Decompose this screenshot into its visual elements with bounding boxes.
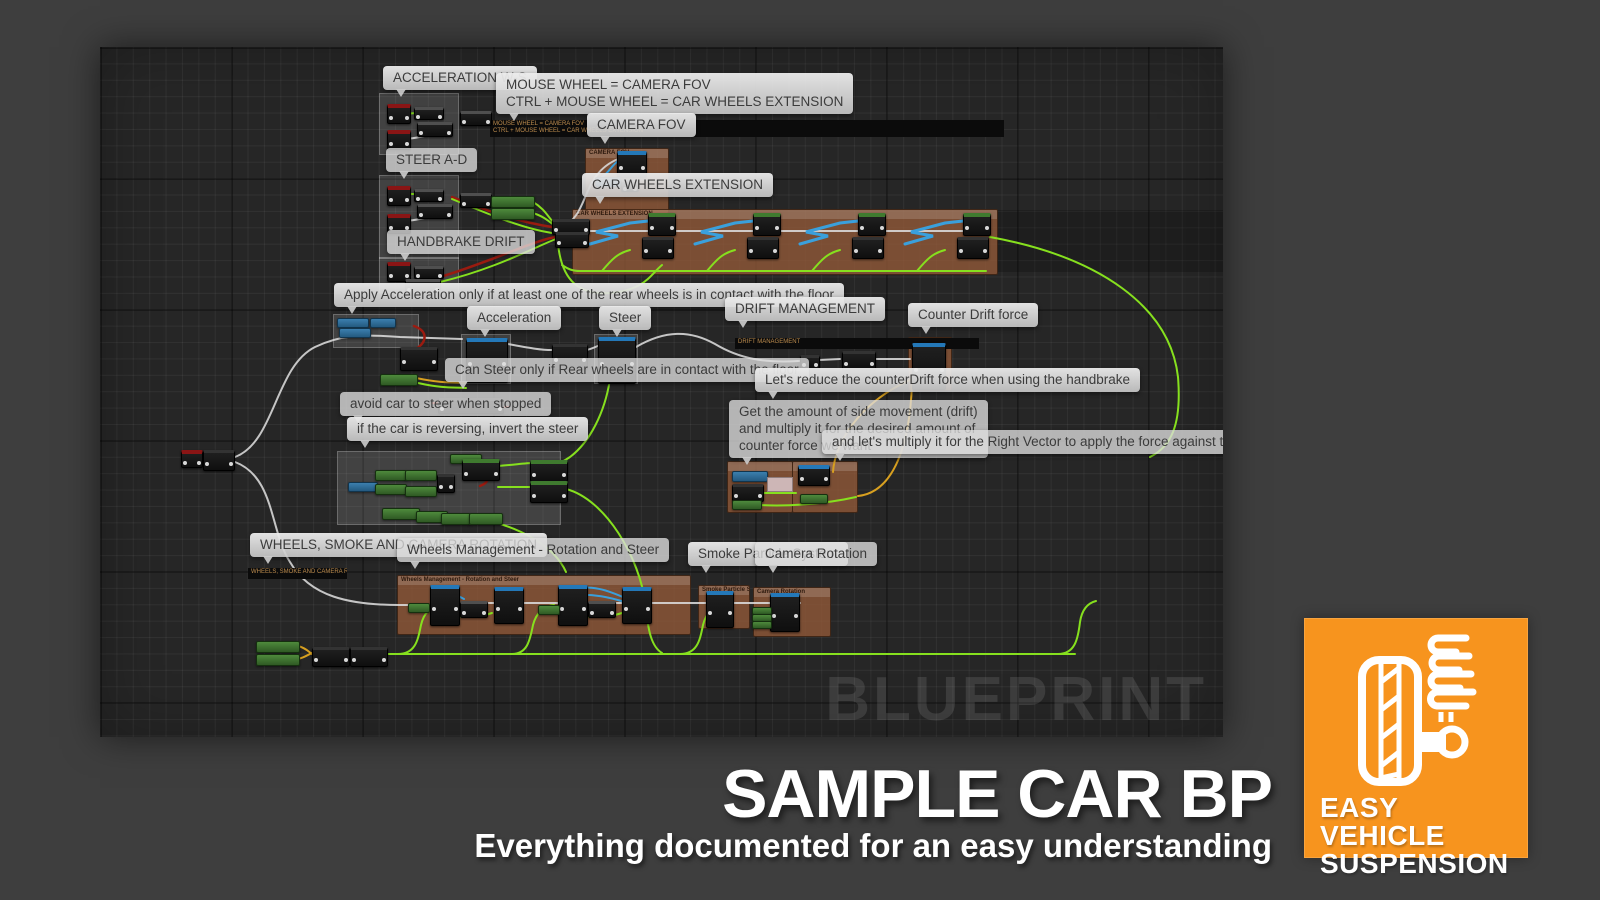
blueprint-watermark: BLUEPRINT [825,665,1207,734]
variable-node[interactable] [408,603,430,613]
blueprint-node[interactable] [798,465,830,486]
bubble-acceleration[interactable]: Acceleration [467,306,562,337]
blueprint-node[interactable] [852,237,884,259]
blueprint-node[interactable] [588,601,616,618]
variable-node[interactable] [732,500,762,510]
blueprint-node[interactable] [387,186,411,206]
bubble-wheels-management[interactable]: Wheels Management - Rotation and Steer [397,538,670,569]
variable-node[interactable] [375,470,407,481]
comment-title-wheels-smoke[interactable]: WHEELS, SMOKE AND CAMERA ROTATION [248,568,347,579]
bubble-camera-rotation[interactable]: Camera Rotation [755,542,878,573]
blueprint-node[interactable] [414,107,444,120]
variable-node[interactable] [441,513,471,525]
blueprint-node[interactable] [203,450,235,471]
blueprint-node[interactable] [460,111,492,126]
blueprint-node[interactable] [555,232,589,248]
blueprint-node[interactable] [414,189,444,202]
comment-box-title: Smoke Particle System [699,586,749,595]
blueprint-node[interactable] [622,587,652,624]
variable-node[interactable] [752,621,772,629]
blueprint-node[interactable] [957,237,989,259]
poster-title: SAMPLE CAR BP [722,756,1273,832]
bubble-steer-ad[interactable]: STEER A-D [386,148,478,179]
variable-node[interactable] [256,654,300,666]
bubble-camera-fov[interactable]: CAMERA FOV [587,113,696,144]
logo-text: EASY VEHICLE SUSPENSION [1320,792,1509,879]
variable-node[interactable] [405,470,437,481]
bubble-avoid-steer-stopped[interactable]: avoid car to steer when stopped [340,392,552,423]
easy-vehicle-suspension-logo: EASY VEHICLE SUSPENSION [1304,618,1528,878]
variable-node[interactable] [538,605,560,615]
variable-node[interactable] [732,471,768,482]
comment-title-line1: MOUSE WHEEL = CAMERA FOV [493,121,584,127]
bubble-steer[interactable]: Steer [599,306,652,337]
blueprint-node[interactable] [530,460,568,482]
comment-title-drift-management[interactable]: DRIFT MANAGEMENT [735,338,979,349]
blueprint-node[interactable] [387,130,411,150]
comment-box-title: Wheels Management - Rotation and Steer [398,576,690,585]
blueprint-canvas[interactable]: MOUSE WHEEL = CAMERA FOV CTRL + MOUSE WH… [100,47,1223,737]
blueprint-node[interactable] [414,266,444,279]
blueprint-node[interactable] [642,237,674,259]
blueprint-node[interactable] [963,213,991,236]
variable-node[interactable] [491,196,535,208]
blueprint-node[interactable] [494,587,524,624]
variable-node[interactable] [337,318,369,328]
variable-node[interactable] [375,484,407,495]
blueprint-node[interactable] [842,351,876,371]
comment-box-title: Camera Rotation [754,588,830,597]
blueprint-node[interactable] [460,601,488,618]
bubble-reversing-invert-steer[interactable]: if the car is reversing, invert the stee… [347,417,589,448]
smoke-particle-node[interactable] [706,591,734,628]
blueprint-node[interactable] [387,262,411,282]
wire-layer [234,111,1180,660]
blueprint-node[interactable] [417,204,453,219]
blueprint-node[interactable] [747,237,779,259]
blueprint-node[interactable] [648,213,676,236]
variable-node[interactable] [370,318,396,328]
comment-box-title [728,462,792,471]
blueprint-node[interactable] [462,459,500,481]
bubble-mouse-wheel-note[interactable]: MOUSE WHEEL = CAMERA FOV CTRL + MOUSE WH… [496,73,854,121]
blueprint-node[interactable] [858,213,886,236]
literal-node[interactable] [767,477,793,492]
blueprint-node[interactable] [430,585,460,626]
blueprint-node[interactable] [312,647,350,667]
comment-box-extension-shaded [997,210,1223,272]
blueprint-node[interactable] [753,213,781,236]
bubble-right-vector-note[interactable]: and let's multiply it for the Right Vect… [822,430,1223,461]
variable-node[interactable] [469,513,503,525]
blueprint-node[interactable] [437,474,455,493]
variable-node[interactable] [405,486,437,497]
blueprint-node[interactable] [558,585,588,626]
blueprint-node[interactable] [387,104,411,124]
blueprint-node[interactable] [530,481,568,503]
blueprint-node[interactable] [400,347,438,371]
blueprint-node[interactable] [417,122,453,137]
event-node[interactable] [181,450,203,468]
variable-node[interactable] [256,641,300,653]
bubble-drift-management[interactable]: DRIFT MANAGEMENT [725,297,886,328]
bubble-reduce-counter-drift[interactable]: Let's reduce the counterDrift force when… [755,368,1141,399]
bubble-apply-acceleration[interactable]: Apply Acceleration only if at least one … [334,283,845,314]
comment-title-text: WHEELS, SMOKE AND CAMERA ROTATION [251,569,347,575]
camera-rotation-node[interactable] [770,593,800,632]
bubble-handbrake-drift[interactable]: HANDBRAKE DRIFT [387,230,535,261]
variable-node[interactable] [348,482,378,492]
bubble-car-wheels-extension[interactable]: CAR WHEELS EXTENSION [582,173,774,204]
variable-node[interactable] [382,508,420,520]
wheel-suspension-icon [1358,634,1477,786]
blueprint-node[interactable] [350,647,388,667]
comment-title-line2: CTRL + MOUSE WHEEL = CAR WHEELS EXTENSIO… [493,128,643,134]
poster-subtitle: Everything documented for an easy unders… [474,827,1272,864]
bubble-counter-drift-force[interactable]: Counter Drift force [908,303,1039,334]
comment-title-text: DRIFT MANAGEMENT [738,339,801,345]
comment-box-title: CAR WHEELS EXTENSION [573,210,997,219]
blueprint-node[interactable] [460,193,492,208]
variable-node[interactable] [800,494,828,504]
comment-title-mouse-wheel[interactable]: MOUSE WHEEL = CAMERA FOV CTRL + MOUSE WH… [490,120,1004,137]
variable-node[interactable] [339,328,371,338]
variable-node[interactable] [491,208,535,220]
variable-node[interactable] [380,374,418,386]
